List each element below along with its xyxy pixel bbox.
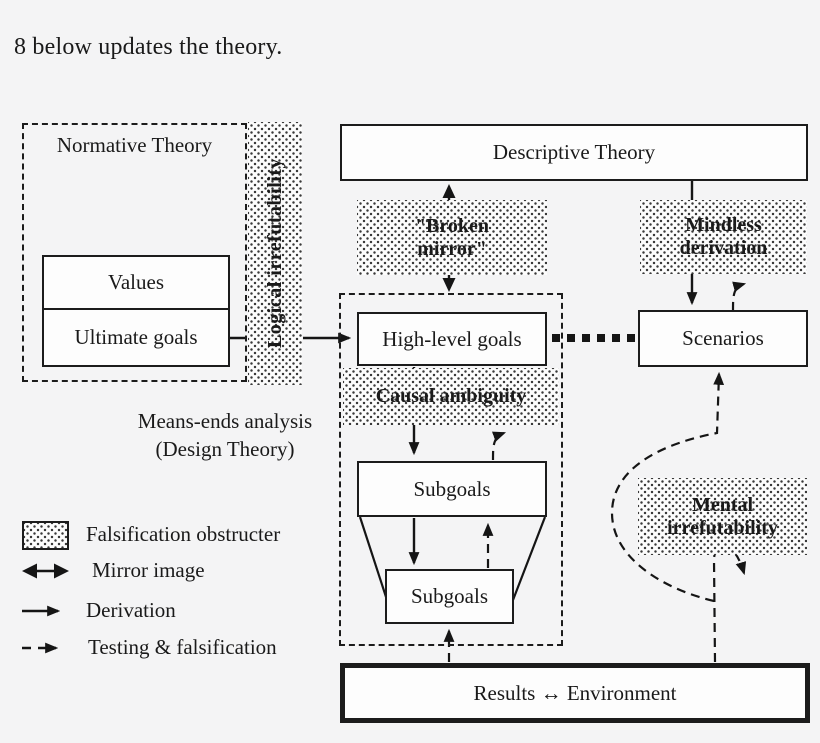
causal-ambiguity-label: Causal ambiguity — [375, 385, 527, 407]
mental-irrefutability-label: Mental irrefutability — [667, 493, 778, 539]
values-label: Values — [108, 270, 164, 294]
broken-mirror-label: "Broken mirror" — [414, 214, 490, 260]
values-box: Values — [42, 255, 230, 310]
legend-testing-label: Testing & falsification — [88, 635, 277, 659]
mindless-derivation-label: Mindless derivation — [679, 214, 768, 259]
scenarios-box: Scenarios — [638, 310, 808, 367]
ultimate-goals-label: Ultimate goals — [74, 325, 198, 349]
testing-arrow-results-deflected-by-mental — [712, 544, 747, 663]
legend-mirror-right-head — [54, 563, 69, 579]
funnel-line-left — [358, 516, 389, 601]
testing-arrow-results-to-scenarios-arc — [610, 371, 725, 603]
logical-irrefutability-obstructer: Logical irrefutability — [248, 122, 302, 385]
mental-irrefutability-obstructer: Mental irrefutability — [638, 478, 807, 555]
legend-falsification-swatch — [22, 521, 69, 550]
means-ends-analysis-line1: Means-ends analysis — [137, 409, 313, 433]
testing-arrow-scenarios-to-mindless — [731, 281, 747, 312]
mirror-image-arrow-up-head — [442, 184, 456, 198]
logical-irrefutability-label: Logical irrefutability — [263, 158, 286, 349]
high-level-goals-box: High-level goals — [357, 312, 547, 366]
means-ends-group — [339, 293, 563, 646]
descriptive-theory-box: Descriptive Theory — [340, 124, 808, 181]
means-ends-analysis-label: Means-ends analysis (Design Theory) — [105, 407, 345, 464]
results-environment-label: Results ↔ Environment — [473, 680, 677, 705]
means-ends-analysis-line2: (Design Theory) — [155, 437, 295, 462]
subgoals-lower-box: Subgoals — [385, 569, 514, 624]
scenarios-label: Scenarios — [682, 326, 764, 350]
legend-derivation-label: Derivation — [86, 598, 176, 622]
broken-mirror-obstructer: "Broken mirror" — [357, 200, 547, 275]
high-level-goals-label: High-level goals — [382, 326, 522, 351]
subgoals-upper-label: Subgoals — [413, 476, 491, 501]
ultimate-goals-box: Ultimate goals — [42, 308, 230, 367]
testing-arrow-subgoals-to-causal — [491, 431, 507, 461]
subgoals-lower-label: Subgoals — [410, 584, 488, 608]
legend-mirror-left-head — [22, 563, 37, 579]
mirror-image-arrow-down-head — [442, 278, 456, 292]
normative-theory-label: Normative Theory — [56, 133, 213, 157]
legend-falsification-label: Falsification obstructer — [86, 522, 281, 546]
descriptive-theory-label: Descriptive Theory — [492, 140, 656, 164]
results-environment-box: Results ↔ Environment — [340, 663, 810, 723]
funnel-line-right — [511, 516, 547, 601]
causal-ambiguity-obstructer: Causal ambiguity — [343, 368, 559, 425]
subgoals-upper-box: Subgoals — [357, 461, 547, 517]
legend-mirror-image-label: Mirror image — [92, 558, 205, 582]
figure-caption: 8 below updates the theory. — [14, 34, 283, 60]
mindless-derivation-obstructer: Mindless derivation — [640, 200, 807, 274]
normative-theory-group: Normative Theory — [22, 123, 247, 382]
